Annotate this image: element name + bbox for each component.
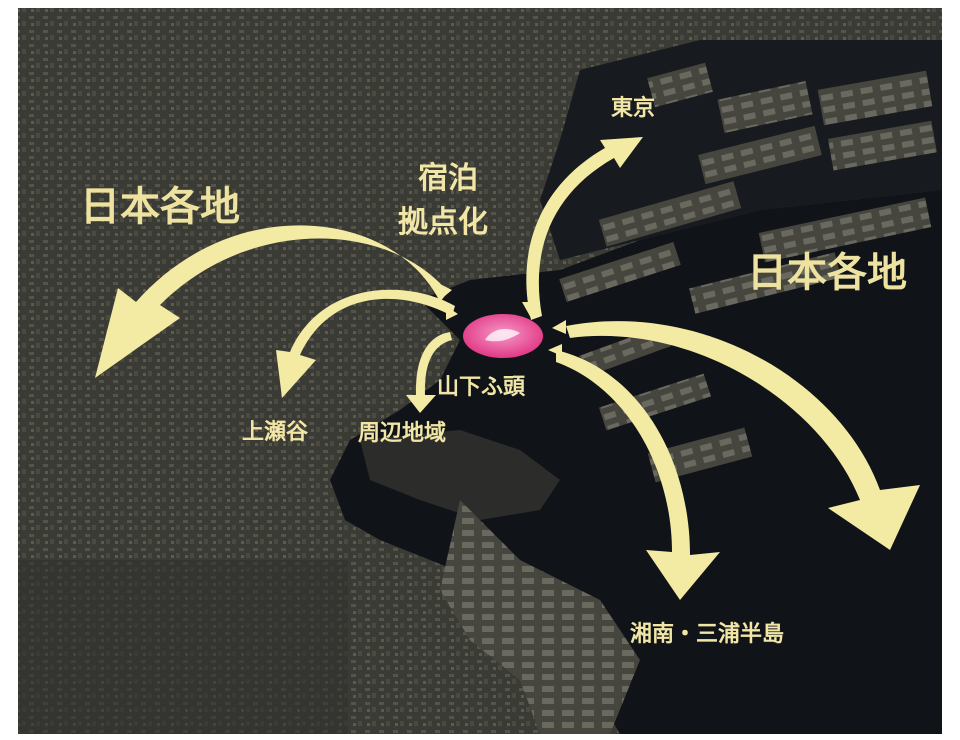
arrowhead-in-left [440, 284, 452, 300]
route-arrows [95, 137, 920, 600]
arrow-shonan-miura [556, 350, 720, 600]
arrowhead-in-left2 [446, 306, 458, 320]
label-center-line1: 宿泊 [418, 161, 478, 196]
arrow-shuhen-chiiki [406, 332, 452, 413]
arrow-nihon-kakuchi-right [566, 321, 920, 550]
label-center-line2: 拠点化 [398, 205, 488, 240]
arrow-tokyo [526, 137, 643, 320]
arrow-nihon-kakuchi-left [95, 225, 448, 378]
label-shuhen-chiiki: 周辺地域 [358, 420, 446, 446]
arrowhead-in-right [552, 320, 566, 334]
satellite-imagery [18, 8, 942, 734]
label-nihon-kakuchi-left: 日本各地 [80, 184, 240, 230]
label-tokyo: 東京 [611, 95, 655, 121]
label-shonan-miura: 湘南・三浦半島 [630, 621, 784, 647]
label-kamiseya: 上瀬谷 [242, 420, 309, 445]
arrow-kamiseya [276, 289, 455, 398]
label-nihon-kakuchi-right: 日本各地 [747, 250, 907, 296]
arrowhead-in-top [522, 302, 540, 318]
hub-marker[interactable] [463, 314, 543, 358]
label-hub: 山下ふ頭 [437, 375, 526, 400]
